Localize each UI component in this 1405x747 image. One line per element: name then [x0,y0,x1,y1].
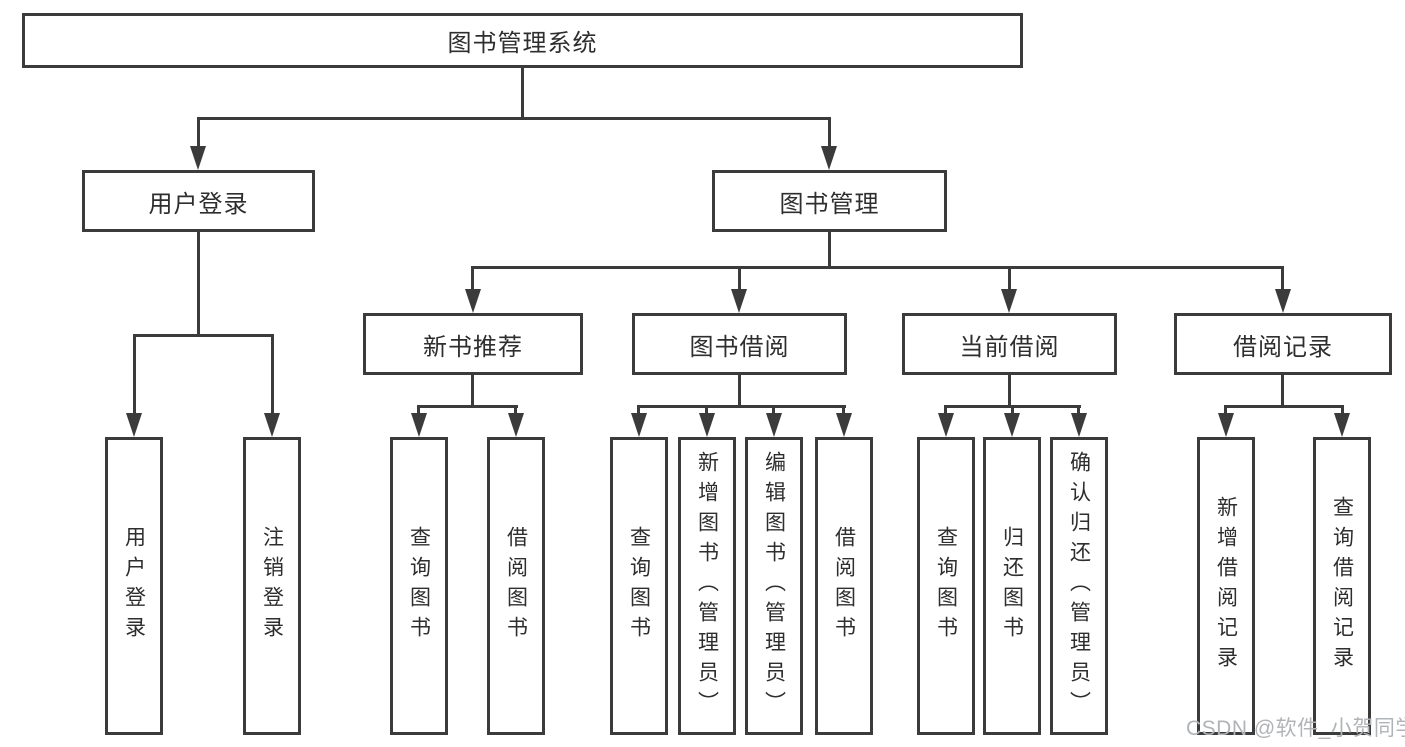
leaf-query-books-3: 查询图书 [917,437,975,735]
node-label: 图书借阅 [689,333,790,361]
connector-line [705,405,708,415]
connector-line [417,405,518,408]
connector-line [471,266,1284,269]
connector-line [197,117,200,148]
leaf-query-books-1: 查询图书 [390,437,448,735]
arrow-down-icon [699,413,715,437]
connector-line [1008,375,1011,408]
connector-line [514,405,517,415]
leaf-logout: 注销登录 [243,437,301,735]
connector-line [197,232,200,336]
leaf-label: 借阅图书 [832,526,856,646]
arrow-down-icon [821,146,837,170]
arrow-down-icon [938,413,954,437]
connector-line [637,405,846,408]
arrow-down-icon [1334,413,1350,437]
connector-line [133,334,274,337]
connector-line [521,68,524,119]
leaf-label: 新增借阅记录 [1214,496,1238,676]
arrow-down-icon [836,413,852,437]
node-label: 当前借阅 [959,333,1060,361]
leaf-label: 确认归还（管理员） [1067,451,1091,721]
node-new-book-recommendation: 新书推荐 [363,313,583,375]
node-label: 新书推荐 [423,333,523,361]
connector-line [637,405,640,415]
node-current-borrowing: 当前借阅 [902,313,1117,375]
connector-line [197,117,831,120]
leaf-label: 查询图书 [934,526,958,646]
connector-line [471,266,474,291]
leaf-borrow-books-1: 借阅图书 [487,437,545,735]
leaf-label: 借阅图书 [504,526,528,646]
leaf-label: 注销登录 [260,526,284,646]
connector-line [1011,405,1014,415]
node-user-login-branch: 用户登录 [82,170,315,232]
node-borrowing-records: 借阅记录 [1174,313,1392,375]
connector-line [738,266,741,291]
arrow-down-icon [631,413,647,437]
node-label: 用户登录 [148,190,249,218]
connector-line [1224,405,1344,408]
node-book-borrowing: 图书借阅 [632,313,847,375]
leaf-edit-books-admin: 编辑图书（管理员） [745,437,803,735]
leaf-label: 查询借阅记录 [1330,496,1354,676]
connector-line [1077,405,1080,415]
connector-line [1341,405,1344,415]
node-root-library-management-system: 图书管理系统 [22,13,1023,68]
arrow-down-icon [264,413,280,437]
leaf-label: 归还图书 [1000,526,1024,646]
arrow-down-icon [1001,289,1017,313]
arrow-down-icon [1275,289,1291,313]
connector-line [828,232,831,269]
arrow-down-icon [766,413,782,437]
connector-line [1224,405,1227,415]
connector-line [471,375,474,408]
leaf-confirm-return-admin: 确认归还（管理员） [1050,437,1108,735]
arrow-down-icon [1071,413,1087,437]
leaf-add-borrow-record: 新增借阅记录 [1197,437,1255,735]
leaf-user-login: 用户登录 [105,437,163,735]
connector-line [1008,266,1011,291]
connector-line [1281,375,1284,408]
arrow-down-icon [1004,413,1020,437]
arrow-down-icon [411,413,427,437]
leaf-label: 查询图书 [407,526,431,646]
node-label: 图书管理系统 [447,30,598,57]
arrow-down-icon [1218,413,1234,437]
leaf-add-books-admin: 新增图书（管理员） [678,437,736,735]
arrow-down-icon [190,146,206,170]
connector-line [133,334,136,415]
node-label: 借阅记录 [1233,333,1333,361]
connector-line [271,334,274,415]
csdn-watermark: CSDN @软件_小贺同学 [1186,717,1405,740]
connector-line [417,405,420,415]
connector-line [738,375,741,408]
leaf-return-books: 归还图书 [983,437,1041,735]
leaf-query-books-2: 查询图书 [610,437,668,735]
arrow-down-icon [465,289,481,313]
connector-line [944,405,947,415]
connector-line [842,405,845,415]
arrow-down-icon [126,413,142,437]
leaf-label: 新增图书（管理员） [695,451,719,721]
connector-line [1281,266,1284,291]
leaf-borrow-books-2: 借阅图书 [815,437,873,735]
leaf-label: 用户登录 [122,526,146,646]
arrow-down-icon [508,413,524,437]
leaf-label: 查询图书 [627,526,651,646]
arrow-down-icon [731,289,747,313]
node-label: 图书管理 [779,190,880,218]
leaf-label: 编辑图书（管理员） [762,451,786,721]
connector-line [772,405,775,415]
leaf-query-borrow-record: 查询借阅记录 [1313,437,1371,735]
connector-line [828,117,831,148]
node-book-management-branch: 图书管理 [712,170,947,232]
